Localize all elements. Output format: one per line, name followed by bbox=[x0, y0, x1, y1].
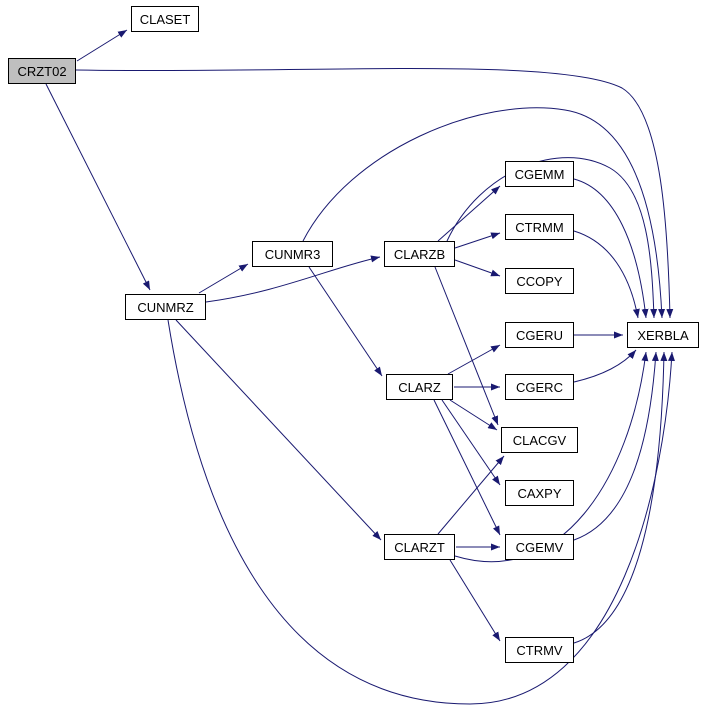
node-ctrmm[interactable]: CTRMM bbox=[505, 214, 574, 240]
node-clarzt[interactable]: CLARZT bbox=[384, 534, 455, 560]
edge-clarzt-to-ctrmv bbox=[449, 559, 501, 642]
node-cunmr3[interactable]: CUNMR3 bbox=[252, 241, 333, 267]
edge-crzt02-to-xerbla bbox=[75, 68, 674, 319]
edge-cunmr3-to-clarz bbox=[308, 266, 383, 377]
node-ctrmv[interactable]: CTRMV bbox=[505, 637, 574, 663]
edge-clarz-to-cgeru bbox=[447, 344, 501, 375]
edge-cunmr3-to-xerbla bbox=[302, 107, 666, 319]
edge-cunmrz-to-clarzt bbox=[175, 319, 382, 541]
edge-ctrmm-to-xerbla bbox=[573, 230, 640, 319]
edge-clarz-to-clacgv bbox=[449, 399, 498, 431]
node-clarz[interactable]: CLARZ bbox=[386, 374, 453, 400]
node-cgemm[interactable]: CGEMM bbox=[505, 161, 574, 187]
node-crzt02: CRZT02 bbox=[8, 58, 76, 84]
edge-ctrmv-to-xerbla bbox=[573, 351, 668, 644]
edge-crzt02-to-cunmrz bbox=[45, 83, 151, 291]
edge-clarz-to-cgemv bbox=[433, 399, 501, 536]
node-caxpy[interactable]: CAXPY bbox=[505, 480, 574, 506]
edge-clarzb-to-ccopy bbox=[454, 259, 501, 277]
node-ccopy[interactable]: CCOPY bbox=[505, 268, 574, 294]
node-cgeru[interactable]: CGERU bbox=[505, 322, 574, 348]
edge-clarzb-to-clacgv bbox=[434, 266, 499, 426]
node-xerbla[interactable]: XERBLA bbox=[627, 322, 699, 348]
node-clarzb[interactable]: CLARZB bbox=[384, 241, 455, 267]
edge-cgerc-to-xerbla bbox=[573, 349, 637, 383]
edge-clarzb-to-ctrmm bbox=[454, 232, 501, 249]
node-clacgv[interactable]: CLACGV bbox=[501, 427, 578, 453]
edge-cunmrz-to-cunmr3 bbox=[198, 263, 249, 294]
node-cgemv[interactable]: CGEMV bbox=[505, 534, 574, 560]
edge-crzt02-to-claset bbox=[76, 29, 128, 62]
edge-cgemv-to-xerbla bbox=[573, 351, 659, 541]
node-cgerc[interactable]: CGERC bbox=[505, 374, 574, 400]
edge-clarz-to-caxpy bbox=[441, 399, 501, 486]
node-claset[interactable]: CLASET bbox=[131, 6, 199, 32]
edge-clarzb-to-cgemm bbox=[437, 185, 501, 242]
edge-cgemm-to-xerbla bbox=[573, 178, 649, 319]
node-cunmrz[interactable]: CUNMRZ bbox=[125, 294, 206, 320]
edge-clarzt-to-clacgv bbox=[437, 455, 505, 535]
